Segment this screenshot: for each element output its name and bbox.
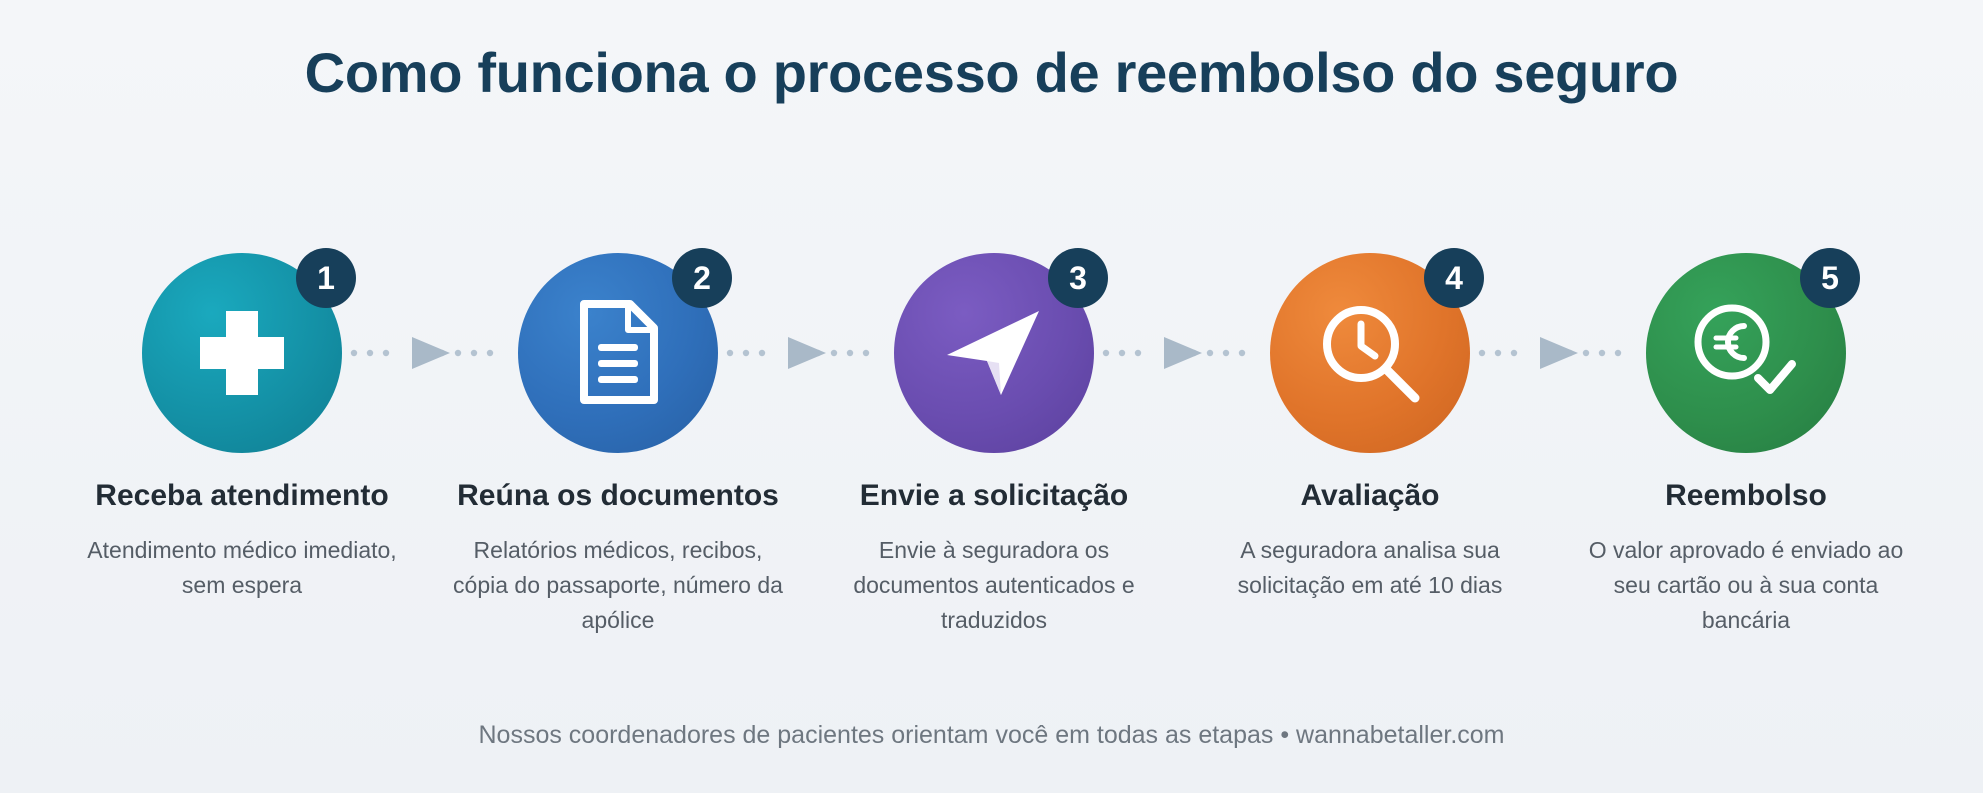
- step-title: Receba atendimento: [95, 479, 389, 512]
- document-icon: [580, 300, 658, 404]
- step-3: 3 Envie a solicitação Envie à seguradora…: [804, 248, 1184, 653]
- connector-arrow: [350, 337, 494, 369]
- euro-check-icon: [1694, 304, 1796, 394]
- step-description: A seguradora analisa sua solicitação em …: [1237, 537, 1503, 598]
- connector-arrow: [726, 337, 870, 369]
- medical-cross-icon: [200, 311, 284, 395]
- step-1: 1 Receba atendimento Atendimento médico …: [52, 248, 432, 653]
- step-title: Reembolso: [1665, 479, 1827, 512]
- magnifier-clock-icon: [1323, 306, 1420, 403]
- connector-arrow: [1102, 337, 1246, 369]
- step-description: Relatórios médicos, recibos, cópia do pa…: [453, 537, 783, 633]
- step-description: O valor aprovado é enviado ao seu cartão…: [1588, 537, 1904, 633]
- step-number-badge: 1: [296, 248, 356, 308]
- step-number-badge: 5: [1800, 248, 1860, 308]
- step-number-badge: 3: [1048, 248, 1108, 308]
- step-2: 2 Reúna os documentos Relatórios médicos…: [428, 248, 808, 653]
- step-description: Atendimento médico imediato, sem espera: [87, 537, 397, 598]
- step-description: Envie à seguradora os documentos autenti…: [853, 537, 1135, 633]
- step-title: Envie a solicitação: [859, 479, 1129, 512]
- step-title: Avaliação: [1300, 479, 1440, 512]
- connector-arrow: [1478, 337, 1622, 369]
- page-title: Como funciona o processo de reembolso do…: [304, 41, 1679, 104]
- step-4: 4 Avaliação A seguradora analisa sua sol…: [1180, 248, 1560, 653]
- step-title: Reúna os documentos: [457, 479, 779, 512]
- footer-note: Nossos coordenadores de pacientes orient…: [478, 721, 1505, 749]
- step-number-badge: 2: [672, 248, 732, 308]
- step-5: 5 Reembolso O valor aprovado é enviado a…: [1556, 248, 1936, 653]
- paper-plane-icon: [947, 311, 1039, 395]
- step-number-badge: 4: [1424, 248, 1484, 308]
